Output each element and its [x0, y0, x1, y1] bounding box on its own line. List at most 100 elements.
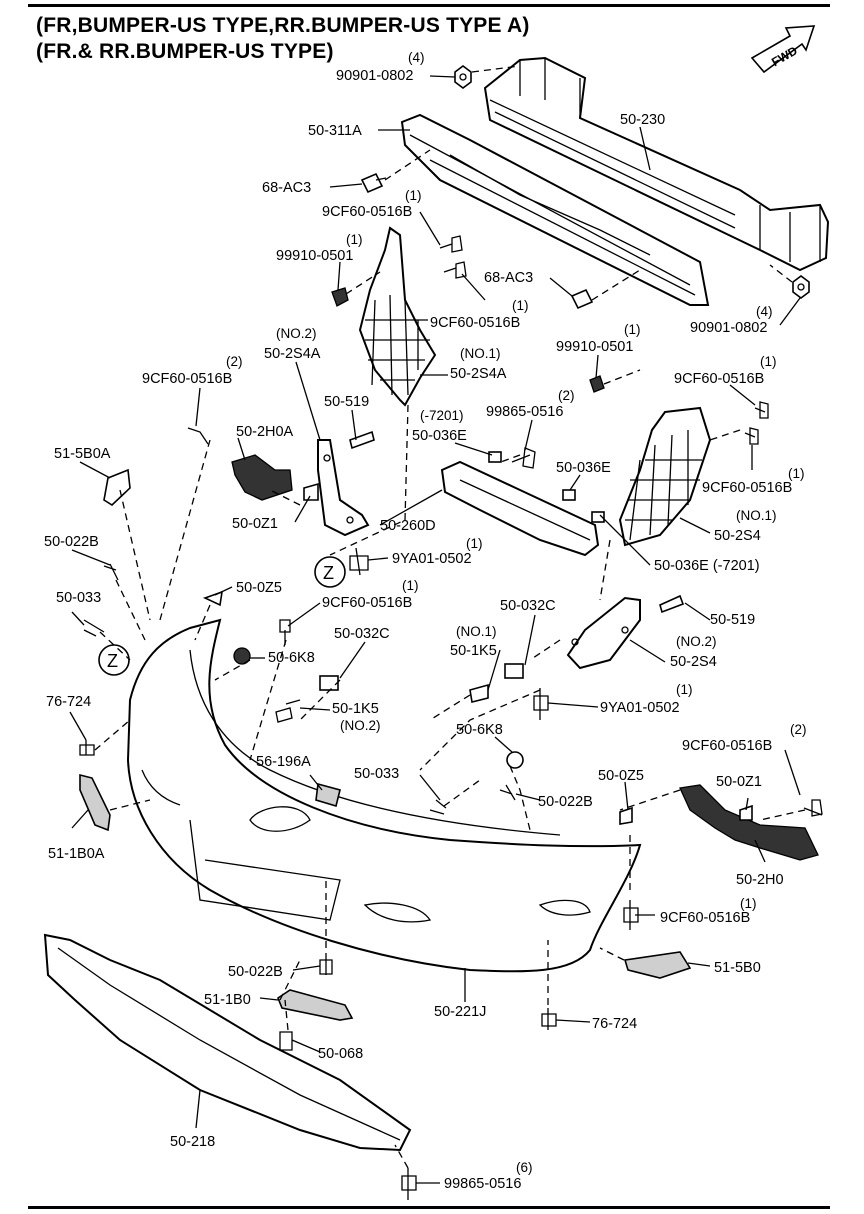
label-q-99910-a: (1) [346, 232, 363, 247]
bumper-fascia-50-221j [126, 618, 642, 973]
label-50-519-b: 50-519 [710, 612, 755, 628]
bolt-icons [79, 235, 823, 1200]
label-99910-b: 99910-0501 [556, 339, 633, 355]
diagram-title-line1: (FR,BUMPER-US TYPE,RR.BUMPER-US TYPE A) [36, 14, 530, 37]
label-50-230: 50-230 [620, 112, 665, 128]
label-7201-a: (-7201) [420, 408, 464, 423]
label-50-036e-c: 50-036E (-7201) [654, 558, 760, 574]
label-50-2h0: 50-2H0 [736, 872, 784, 888]
absorber-50-311a [400, 113, 710, 306]
label-50-032c-a: 50-032C [500, 598, 556, 614]
bottom-border [28, 1206, 830, 1209]
z-marker-lower-text: Z [107, 651, 118, 671]
label-no1-a: (NO.1) [460, 346, 501, 361]
nut-90901-0802-right [792, 275, 810, 299]
label-q-99865-a: (2) [558, 388, 575, 403]
label-no2-b: (NO.2) [676, 634, 717, 649]
label-51-5b0: 51-5B0 [714, 960, 761, 976]
label-51-1b0: 51-1B0 [204, 992, 251, 1008]
label-50-6k8-a: 50-6K8 [268, 650, 315, 666]
reinforcement-50-230 [483, 56, 830, 272]
label-q-9ya01-b: (1) [676, 682, 693, 697]
label-q-9cf60-d: (1) [760, 354, 777, 369]
label-no1-c: (NO.1) [456, 624, 497, 639]
part-labels: (4) 90901-0802 50-311A 50-230 68-AC3 (1)… [44, 50, 807, 1192]
label-9cf60-f: 9CF60-0516B [322, 595, 412, 611]
label-9cf60-c: 9CF60-0516B [142, 371, 232, 387]
label-q-9cf60-h: (1) [740, 896, 757, 911]
clip-68-ac3-b [570, 288, 594, 310]
label-50-022b-a: 50-022B [44, 534, 99, 550]
label-56-196a: 56-196A [256, 754, 311, 770]
label-q-99910-b: (1) [624, 322, 641, 337]
label-90901-0802-b: 90901-0802 [690, 320, 767, 336]
reflector-51-5b0a [103, 468, 131, 507]
z-marker-lower: Z [98, 644, 130, 676]
label-50-2s4-b: 50-2S4 [670, 654, 717, 670]
bracket-50-2h0a [231, 454, 293, 501]
pin-50-519-a [349, 430, 375, 450]
reflector-51-1b0 [277, 989, 354, 1021]
nut-90901-0802-top [454, 65, 472, 89]
label-50-2h0a: 50-2H0A [236, 424, 294, 440]
label-50-221j: 50-221J [434, 1004, 486, 1020]
label-90901-0802-a: 90901-0802 [336, 68, 413, 84]
label-50-1k5-a: 50-1K5 [450, 643, 497, 659]
pin-50-519-b [659, 594, 685, 614]
label-9cf60-h: 9CF60-0516B [660, 910, 750, 926]
label-99910-a: 99910-0501 [276, 248, 353, 264]
label-50-068: 50-068 [318, 1046, 363, 1062]
assembly-lines [94, 65, 806, 1169]
label-50-2s4a-a: 50-2S4A [264, 346, 321, 362]
label-50-2s4a-b: 50-2S4A [450, 366, 507, 382]
label-50-2s4-a: 50-2S4 [714, 528, 761, 544]
label-99865-b: 99865-0516 [444, 1176, 521, 1192]
label-9ya01-a: 9YA01-0502 [392, 551, 472, 567]
clip-99910-0501-a [331, 287, 349, 307]
z-marker-upper: Z [314, 556, 346, 588]
label-50-0z5-b: 50-0Z5 [598, 768, 644, 784]
label-50-0z1-a: 50-0Z1 [232, 516, 278, 532]
bracket-50-2s4a-no1 [358, 226, 437, 407]
label-q-9cf60-e: (1) [788, 466, 805, 481]
label-9cf60-a: 9CF60-0516B [322, 204, 412, 220]
bracket-50-2h0 [679, 784, 819, 861]
diagram-title-line2: (FR.& RR.BUMPER-US TYPE) [36, 40, 334, 63]
label-50-1k5-b: 50-1K5 [332, 701, 379, 717]
label-q-9cf60-c: (2) [226, 354, 243, 369]
label-51-1b0a: 51-1B0A [48, 846, 105, 862]
reflector-51-5b0 [623, 951, 692, 979]
label-76-724-a: 76-724 [46, 694, 91, 710]
label-50-311a: 50-311A [308, 123, 362, 139]
label-q-90901-0802-a: (4) [408, 50, 425, 65]
label-50-0z5-a: 50-0Z5 [236, 580, 282, 596]
label-50-036e-b: 50-036E [556, 460, 611, 476]
clip-99910-0501-b [589, 375, 605, 393]
label-q-9cf60-g: (2) [790, 722, 807, 737]
bracket-50-2s4-no2 [566, 596, 641, 670]
bracket-50-260d [440, 451, 605, 557]
label-50-033-b: 50-033 [354, 766, 399, 782]
bracket-50-2s4a-no2 [317, 439, 370, 537]
label-50-0z1-b: 50-0Z1 [716, 774, 762, 790]
reflector-51-1b0a [79, 773, 111, 832]
label-50-022b-b: 50-022B [538, 794, 593, 810]
label-no2-a: (NO.2) [276, 326, 317, 341]
label-50-6k8-b: 50-6K8 [456, 722, 503, 738]
fwd-arrow-icon: FWD [750, 25, 816, 74]
label-50-519-a: 50-519 [324, 394, 369, 410]
label-50-032c-b: 50-032C [334, 626, 390, 642]
label-76-724-b: 76-724 [592, 1016, 637, 1032]
label-q-99865-b: (6) [516, 1160, 533, 1175]
label-50-218: 50-218 [170, 1134, 215, 1150]
label-9ya01-b: 9YA01-0502 [600, 700, 680, 716]
label-9cf60-e: 9CF60-0516B [702, 480, 792, 496]
label-50-022b-c: 50-022B [228, 964, 283, 980]
label-no1-b: (NO.1) [736, 508, 777, 523]
label-99865-a: 99865-0516 [486, 404, 563, 420]
top-border [28, 4, 830, 7]
label-50-036e-a: 50-036E [412, 428, 467, 444]
label-51-5b0a: 51-5B0A [54, 446, 111, 462]
label-q-90901-0802-b: (4) [756, 304, 773, 319]
